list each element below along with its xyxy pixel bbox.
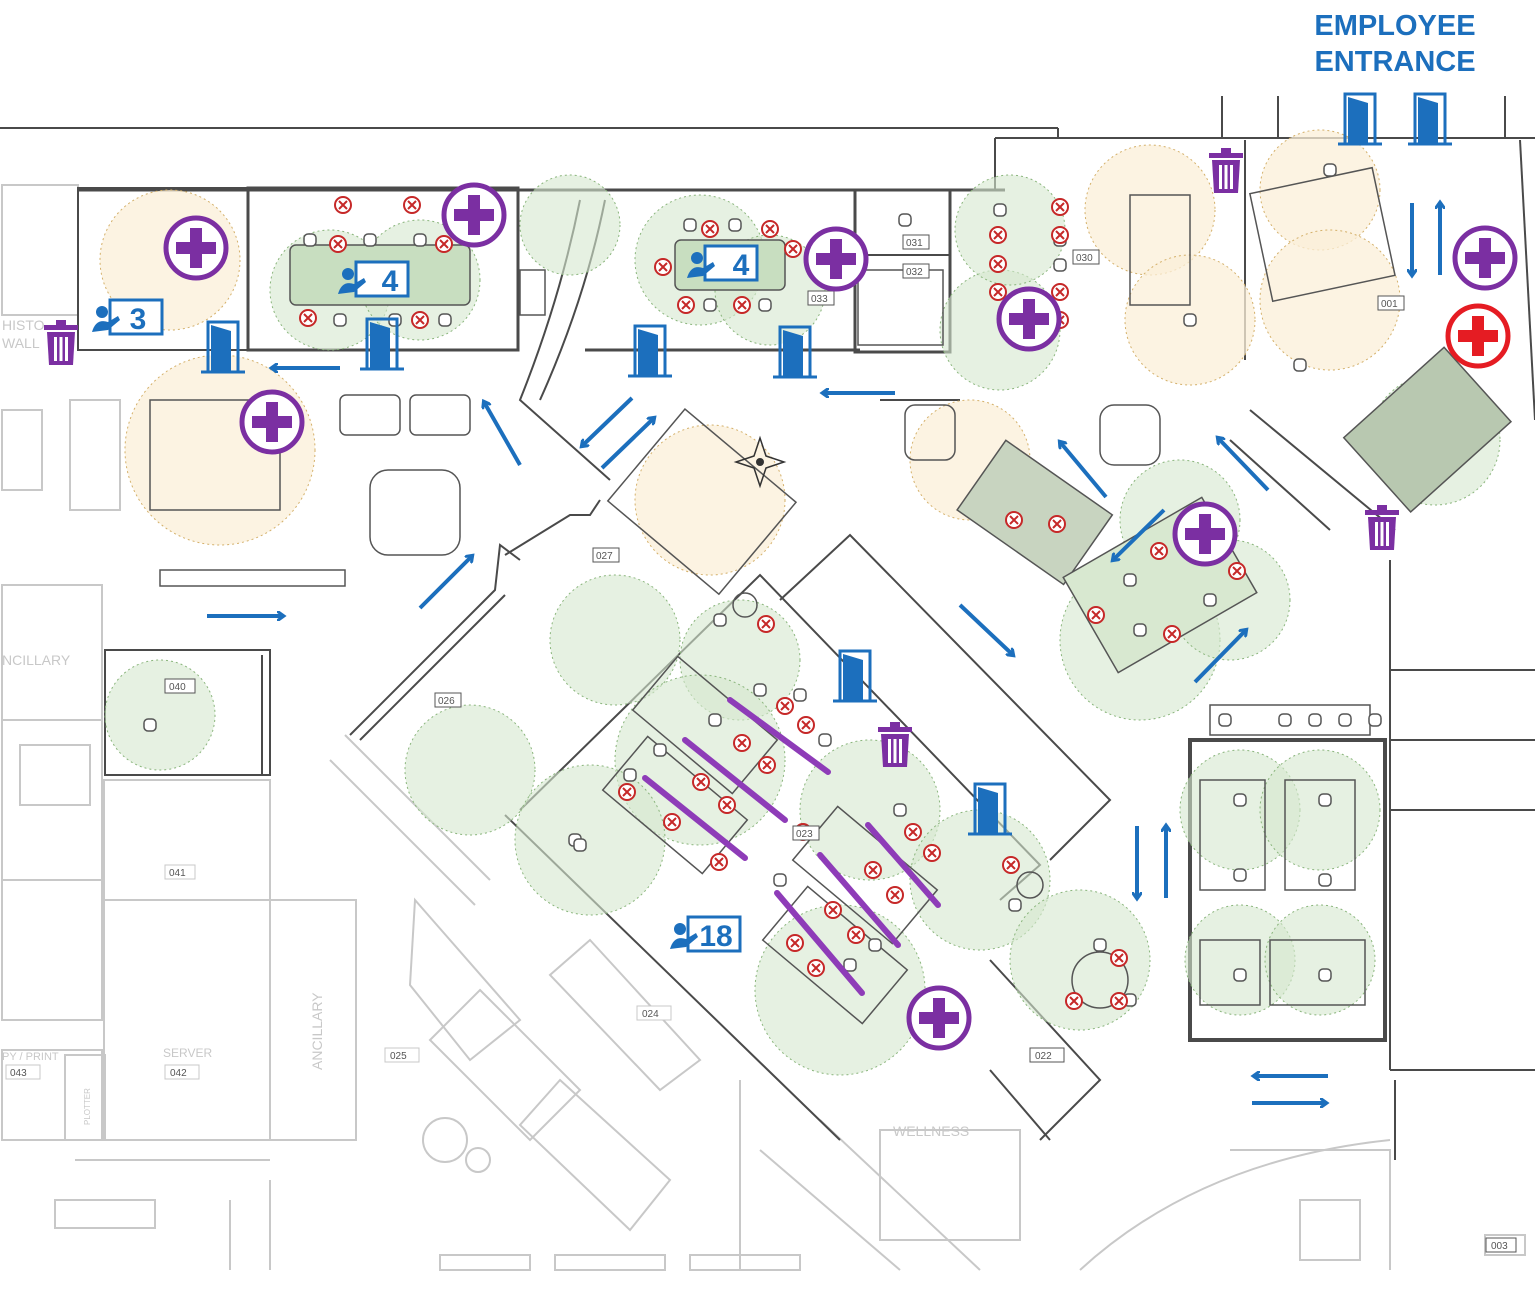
zone-label-wellness: WELLNESS	[893, 1123, 969, 1139]
employee-entrance-label: EMPLOYEE ENTRANCE	[1300, 8, 1490, 80]
entrance-line-1: EMPLOYEE	[1314, 10, 1476, 42]
trash-can-icon	[1209, 148, 1243, 193]
room-label-024: 024	[642, 1009, 659, 1020]
room-label-040: 040	[169, 682, 186, 693]
zone-label-ancillary: NCILLARY	[2, 652, 71, 668]
door-icon	[199, 320, 247, 374]
entrance-line-2: ENTRANCE	[1314, 46, 1476, 78]
door-icon	[771, 325, 819, 379]
capacity-conf-mid: 4	[733, 249, 750, 282]
room-capacity-badges: 3 4 4 18	[90, 244, 759, 953]
room-label-003: 003	[1491, 1241, 1508, 1252]
door-icon	[358, 317, 406, 371]
sanitizer-station-icon	[444, 185, 504, 245]
room-capacity-icon: 4	[685, 244, 759, 282]
zone-label-plotter: PLOTTER	[83, 1088, 92, 1125]
door-icon	[1406, 92, 1454, 146]
room-label-001: 001	[1381, 299, 1398, 310]
sanitizer-station-icon	[1455, 228, 1515, 288]
sanitizer-station-icon	[999, 289, 1059, 349]
first-aid-icon	[1448, 306, 1508, 366]
sanitizer-station-icon	[166, 218, 226, 278]
room-label-031: 031	[906, 238, 923, 249]
room-label-042: 042	[170, 1068, 187, 1079]
room-capacity-icon: 4	[336, 260, 410, 298]
room-label-025: 025	[390, 1051, 407, 1062]
zone-label-copy-print: PY / PRINT	[2, 1051, 59, 1063]
room-label-032: 032	[906, 267, 923, 278]
sanitizer-station-icon	[909, 988, 969, 1048]
room-labels: 031 032 033 030 001 027 026 040 041 043 …	[5, 234, 1517, 1253]
room-capacity-icon: 3	[90, 298, 164, 336]
sanitizer-station-icon	[242, 392, 302, 452]
flow-arrows	[207, 203, 1440, 1103]
zone-label-ancillary-vertical: ANCILLARY	[309, 992, 325, 1070]
room-label-022: 022	[1035, 1051, 1052, 1062]
door-icon	[626, 324, 674, 378]
trash-can-icon	[44, 320, 78, 365]
trash-can-icon	[1365, 505, 1399, 550]
trash-can-icon	[878, 722, 912, 767]
room-label-030: 030	[1076, 253, 1093, 264]
room-label-041: 041	[169, 868, 186, 879]
door-icon	[966, 782, 1014, 836]
capacity-room-3: 3	[130, 303, 147, 336]
room-label-033: 033	[811, 294, 828, 305]
sanitizer-station-icon	[1175, 504, 1235, 564]
room-label-026: 026	[438, 696, 455, 707]
room-label-023: 023	[796, 829, 813, 840]
zone-labels: NCILLARY ANCILLARY HISTO WALL PY / PRINT…	[2, 317, 969, 1139]
door-icon	[1336, 92, 1384, 146]
capacity-conf-left: 4	[382, 265, 399, 298]
room-capacity-icon: 18	[668, 915, 742, 953]
zone-label-history-2: WALL	[2, 335, 40, 351]
room-label-043: 043	[10, 1068, 27, 1079]
capacity-open-office: 18	[699, 920, 732, 953]
divider-screens	[642, 697, 941, 996]
zone-label-history-1: HISTO	[2, 317, 45, 333]
room-label-027: 027	[596, 551, 613, 562]
zone-label-server: SERVER	[163, 1046, 212, 1060]
sanitizer-station-icon	[806, 229, 866, 289]
door-icon	[831, 649, 879, 703]
compass-mark	[733, 435, 787, 489]
